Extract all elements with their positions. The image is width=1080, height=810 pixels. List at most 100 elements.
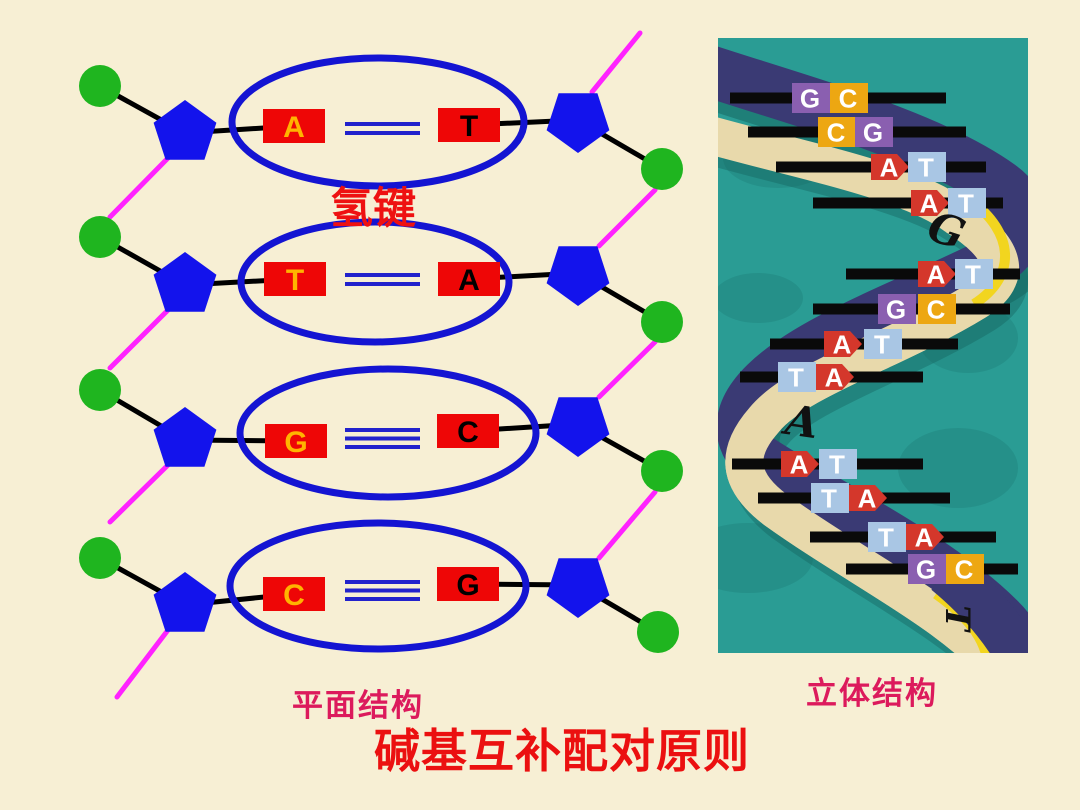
base-box xyxy=(263,577,325,611)
phosphate-circle xyxy=(79,537,121,579)
stereo-structure-label: 立体结构 xyxy=(806,676,938,711)
base-letter: T xyxy=(286,264,304,297)
rung-bar xyxy=(813,197,1003,209)
phosphate-circle xyxy=(641,301,683,343)
base-tile xyxy=(778,362,816,392)
sugar-pentagon xyxy=(546,246,610,306)
base-box xyxy=(263,109,325,143)
strand-link-line xyxy=(114,627,171,700)
base-tile xyxy=(792,83,830,113)
tile-letter: A xyxy=(833,329,852,359)
base-letter: A xyxy=(283,111,305,144)
phosphate-circle xyxy=(641,148,683,190)
tile-letter: T xyxy=(829,449,845,479)
strand-link-line xyxy=(596,489,658,561)
base-tile xyxy=(830,83,868,113)
base-tile xyxy=(868,522,906,552)
hydrogen-bond-label: 氢键 xyxy=(330,185,416,233)
base-pair-ellipse xyxy=(237,218,513,346)
tile-letter: T xyxy=(965,259,981,289)
sugar-pentagon xyxy=(546,93,610,153)
base-pair-ellipse xyxy=(226,519,530,653)
base-tile xyxy=(946,554,984,584)
teal-texture xyxy=(898,428,1018,508)
tile-letter: T xyxy=(958,188,974,218)
base-letter: C xyxy=(457,416,479,449)
tile-letter: G xyxy=(863,117,883,147)
tile-letter: T xyxy=(788,362,804,392)
tile-letter: G xyxy=(916,554,936,584)
base-tile xyxy=(918,294,956,324)
tile-letter: A xyxy=(915,522,934,552)
phosphate-circle xyxy=(637,611,679,653)
strand-link-line xyxy=(589,30,643,95)
phosphate-circle xyxy=(79,65,121,107)
sugar-pentagon xyxy=(546,558,610,618)
base-tile xyxy=(849,485,887,511)
base-tile xyxy=(918,261,956,287)
base-letter: G xyxy=(284,426,307,459)
tile-letter: C xyxy=(827,117,846,147)
base-tile xyxy=(871,154,909,180)
strand-link-line xyxy=(107,155,171,220)
strand-link-line xyxy=(596,187,658,249)
base-tile xyxy=(824,331,862,357)
base-box xyxy=(438,108,500,142)
tile-letter: A xyxy=(920,188,939,218)
tile-letter: G xyxy=(886,294,906,324)
phosphate-circle xyxy=(79,369,121,411)
base-tile xyxy=(816,364,854,390)
strand-link-line xyxy=(107,307,171,371)
sugar-pentagon xyxy=(546,397,610,457)
base-box xyxy=(438,262,500,296)
strand-link-line xyxy=(596,339,658,400)
tile-letter: C xyxy=(839,83,858,113)
base-tile xyxy=(864,329,902,359)
slide-title: 碱基互补配对原则 xyxy=(374,725,750,777)
base-tile xyxy=(818,117,856,147)
sugar-pentagon xyxy=(153,252,217,312)
base-box xyxy=(437,414,499,448)
base-tile xyxy=(819,449,857,479)
base-box xyxy=(265,424,327,458)
base-tile xyxy=(908,152,946,182)
base-tile xyxy=(948,188,986,218)
base-tile xyxy=(908,554,946,584)
sugar-pentagon xyxy=(153,100,217,160)
strand-link-line xyxy=(107,462,171,525)
tile-letter: T xyxy=(918,152,934,182)
base-box xyxy=(264,262,326,296)
planar-structure-label: 平面结构 xyxy=(292,688,424,723)
base-tile xyxy=(781,451,819,477)
base-letter: C xyxy=(283,579,305,612)
tile-letter: T xyxy=(874,329,890,359)
base-tile xyxy=(906,524,944,550)
tile-letter: A xyxy=(880,152,899,182)
base-pair-ellipse xyxy=(236,365,540,501)
tile-letter: T xyxy=(878,522,894,552)
tile-letter: G xyxy=(800,83,820,113)
sugar-pentagon xyxy=(153,572,217,632)
base-letter: A xyxy=(458,264,480,297)
tile-letter: A xyxy=(790,449,809,479)
tile-letter: C xyxy=(927,294,946,324)
tile-letter: A xyxy=(858,483,877,513)
base-tile xyxy=(911,190,949,216)
base-letter: T xyxy=(460,110,478,143)
script-letter: T xyxy=(937,605,977,633)
tile-letter: A xyxy=(927,259,946,289)
base-box xyxy=(437,567,499,601)
base-tile xyxy=(811,483,849,513)
tile-letter: A xyxy=(825,362,844,392)
base-tile xyxy=(955,259,993,289)
base-pair-ellipse xyxy=(228,54,528,190)
base-tile xyxy=(855,117,893,147)
tile-letter: C xyxy=(955,554,974,584)
phosphate-circle xyxy=(79,216,121,258)
tile-letter: T xyxy=(821,483,837,513)
sugar-pentagon xyxy=(153,407,217,467)
base-tile xyxy=(878,294,916,324)
